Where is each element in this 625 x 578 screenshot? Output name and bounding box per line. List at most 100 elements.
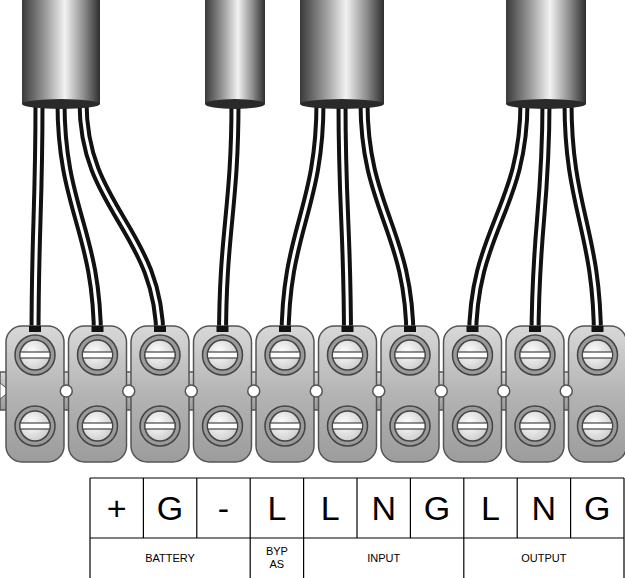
screw-rim xyxy=(203,406,243,446)
terminal-label: N xyxy=(517,478,570,538)
screw-rim xyxy=(578,406,618,446)
screw-rim xyxy=(78,335,118,375)
mounting-hole xyxy=(248,385,260,397)
terminal-housing xyxy=(256,326,314,462)
screw-head xyxy=(83,411,113,441)
screw-slot xyxy=(333,423,363,429)
screw-head xyxy=(520,340,550,370)
screw-rim xyxy=(265,335,305,375)
wire-end xyxy=(29,326,41,332)
screw-rim xyxy=(515,335,555,375)
screw-slot xyxy=(270,423,300,429)
wire xyxy=(223,102,236,340)
table-divider xyxy=(570,478,571,538)
screw-slot xyxy=(208,423,238,429)
screw-head xyxy=(145,340,175,370)
screw-slot xyxy=(145,352,175,358)
screw-slot xyxy=(83,352,113,358)
wire-end xyxy=(592,326,604,332)
terminal-block xyxy=(0,326,625,462)
cable-jackets xyxy=(22,0,586,109)
cable-jacket xyxy=(205,0,265,104)
screw-slot xyxy=(458,423,488,429)
mounting-hole xyxy=(435,385,447,397)
screw-rim xyxy=(78,406,118,446)
terminal-housing xyxy=(381,326,439,462)
wire-highlight xyxy=(473,102,525,340)
screw-slot xyxy=(83,423,113,429)
table-divider xyxy=(623,538,624,578)
wire xyxy=(35,102,39,340)
mounting-hole xyxy=(498,385,510,397)
terminal-housing xyxy=(131,326,189,462)
screw-head xyxy=(458,411,488,441)
screw-rim xyxy=(390,335,430,375)
table-divider xyxy=(463,478,464,538)
group-label: INPUT xyxy=(304,538,464,578)
cable-end xyxy=(205,99,265,109)
table-divider xyxy=(463,538,464,578)
terminal-label: G xyxy=(571,478,624,538)
table-divider xyxy=(250,478,251,538)
table-divider xyxy=(89,538,90,578)
screw-rim xyxy=(578,335,618,375)
terminal-housing xyxy=(506,326,564,462)
terminal-housing xyxy=(444,326,502,462)
screw-rim xyxy=(15,406,55,446)
group-label: BATTERY xyxy=(90,538,250,578)
wire-highlight xyxy=(535,102,546,340)
screw-slot xyxy=(583,423,613,429)
screw-slot xyxy=(395,423,425,429)
screw-slot xyxy=(20,352,50,358)
wire-end xyxy=(529,326,541,332)
wire-highlight xyxy=(342,102,348,340)
table-divider xyxy=(517,478,518,538)
screw-rim xyxy=(140,335,180,375)
wire-end xyxy=(92,326,104,332)
screw-head xyxy=(583,411,613,441)
wire xyxy=(535,102,546,340)
table-divider xyxy=(89,478,90,538)
screw-head xyxy=(583,340,613,370)
screw-head xyxy=(145,411,175,441)
screw-head xyxy=(83,340,113,370)
wire xyxy=(473,102,525,340)
screw-rim xyxy=(328,406,368,446)
screw-head xyxy=(333,411,363,441)
wire xyxy=(83,102,160,340)
wire-end xyxy=(404,326,416,332)
screw-rim xyxy=(265,406,305,446)
cable-jacket xyxy=(300,0,384,104)
table-divider xyxy=(196,478,197,538)
wire xyxy=(568,102,598,340)
screw-slot xyxy=(583,352,613,358)
screw-slot xyxy=(395,352,425,358)
screw-head xyxy=(333,340,363,370)
screw-rim xyxy=(140,406,180,446)
group-label: BYP AS xyxy=(250,538,303,578)
screw-rim xyxy=(328,335,368,375)
terminal-label: + xyxy=(90,478,143,538)
screw-head xyxy=(395,411,425,441)
label-table xyxy=(90,478,624,578)
screw-head xyxy=(270,411,300,441)
terminal-housing xyxy=(6,326,64,462)
screw-rim xyxy=(515,406,555,446)
terminal-label: L xyxy=(304,478,357,538)
screw-slot xyxy=(270,352,300,358)
cable-end xyxy=(22,99,100,109)
screw-slot xyxy=(520,352,550,358)
mounting-hole xyxy=(185,385,197,397)
screw-head xyxy=(270,340,300,370)
terminal-label: L xyxy=(250,478,303,538)
screw-rim xyxy=(15,335,55,375)
mounting-hole xyxy=(560,385,572,397)
table-divider xyxy=(356,478,357,538)
mounting-hole xyxy=(60,385,72,397)
wire-highlight xyxy=(223,102,236,340)
wire-highlight xyxy=(61,102,98,340)
terminal-housing xyxy=(319,326,377,462)
screw-head xyxy=(520,411,550,441)
cable-end xyxy=(506,99,586,109)
